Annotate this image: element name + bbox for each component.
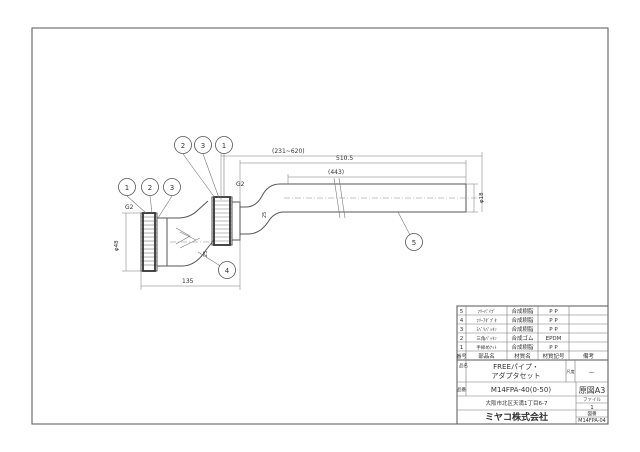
svg-text:5: 5 <box>412 239 416 247</box>
dim-small-b: 25 <box>203 251 209 257</box>
svg-text:4: 4 <box>225 267 230 275</box>
svg-text:3: 3 <box>201 142 205 150</box>
parts-row-2: 2 三角ﾊﾟｯｷﾝ 合成ゴム EPDM <box>460 334 562 342</box>
svg-text:合成樹脂: 合成樹脂 <box>511 316 534 324</box>
product-name-line1: FREEパイプ・ <box>493 363 539 371</box>
dim-pipe-length: 510.5 <box>239 155 467 205</box>
drawing-number: M14FPA-04 <box>578 418 606 424</box>
balloons-right: 2 3 1 <box>174 136 233 199</box>
balloons-left: 1 2 3 <box>118 178 181 219</box>
svg-text:材質記号: 材質記号 <box>542 352 565 360</box>
svg-text:合成ゴム: 合成ゴム <box>511 334 534 342</box>
svg-text:1: 1 <box>222 142 226 150</box>
dim-pipe-diameter-label: φ18 <box>479 192 485 203</box>
file-label: ファイル <box>583 397 601 403</box>
dim-offset-label: 135 <box>182 278 194 285</box>
svg-text:5: 5 <box>460 309 464 315</box>
svg-text:2: 2 <box>148 184 152 192</box>
balloon-4 <box>218 261 236 279</box>
pipe-assembly-drawing: (231~620) 510.5 (443) φ18 φ48 <box>114 136 485 290</box>
balloon-4-group: 4 <box>197 251 236 279</box>
svg-text:ﾌﾘｰﾊﾟｲﾌﾟ: ﾌﾘｰﾊﾟｲﾌﾟ <box>478 308 496 315</box>
thread-label-left: G2 <box>125 204 134 211</box>
parts-header-row: 番号 部品名 材質名 材質記号 備考 <box>456 352 594 360</box>
balloon-1-right <box>215 136 233 154</box>
file-value: 1 <box>590 405 594 411</box>
dim-total-range-label: (231~620) <box>272 148 305 155</box>
svg-text:P P: P P <box>549 327 558 333</box>
free-pipe <box>240 177 478 235</box>
svg-text:1: 1 <box>125 184 129 192</box>
svg-text:2: 2 <box>460 336 464 342</box>
dim-small-a: 25 <box>262 212 268 218</box>
svg-text:合成樹脂: 合成樹脂 <box>511 325 534 333</box>
parts-row-4: 4 ﾌﾘｰｱﾀﾞﾌﾟﾀ 合成樹脂 P P <box>460 316 559 324</box>
parts-row-1: 1 手締めﾅｯﾄ 合成樹脂 P P <box>460 343 559 351</box>
svg-text:P P: P P <box>549 345 558 351</box>
parts-row-3: 3 ｽﾍﾞﾘﾊﾟｯｷﾝ 合成樹脂 P P <box>460 325 559 333</box>
balloon-1-left <box>118 178 136 196</box>
svg-text:手締めﾅｯﾄ: 手締めﾅｯﾄ <box>476 344 496 351</box>
svg-text:3: 3 <box>170 184 174 192</box>
scale-value: — <box>589 369 595 376</box>
product-name-line2: アダプタセット <box>492 371 541 380</box>
svg-text:ｽﾍﾞﾘﾊﾟｯｷﾝ: ｽﾍﾞﾘﾊﾟｯｷﾝ <box>476 326 497 333</box>
parts-row-5: 5 ﾌﾘｰﾊﾟｲﾌﾟ 合成樹脂 P P <box>460 307 559 315</box>
svg-text:材質名: 材質名 <box>514 352 531 360</box>
balloon-2-right <box>174 136 192 154</box>
company-name: ミヤコ株式会社 <box>485 411 548 423</box>
model-number: M14FPA-40(0-50) <box>491 386 551 394</box>
balloon-2-left <box>141 178 159 196</box>
svg-text:合成樹脂: 合成樹脂 <box>511 343 534 351</box>
dim-pipe-length-label: 510.5 <box>336 155 353 162</box>
svg-text:4: 4 <box>460 318 464 324</box>
balloon-3-right <box>194 136 212 154</box>
title-block: 5 ﾌﾘｰﾊﾟｲﾌﾟ 合成樹脂 P P 4 ﾌﾘｰｱﾀﾞﾌﾟﾀ 合成樹脂 P P… <box>456 305 609 425</box>
drawing-frame <box>31 27 609 425</box>
dim-offset: 135 <box>140 236 241 290</box>
svg-text:EPDM: EPDM <box>546 336 562 342</box>
scale-label: 尺度 <box>567 368 575 374</box>
svg-text:部品名: 部品名 <box>478 352 495 360</box>
company-address: 大阪市北区天満1丁目6-7 <box>486 399 548 407</box>
left-nut <box>140 212 168 272</box>
svg-text:2: 2 <box>181 142 185 150</box>
balloon-3-left <box>163 178 181 196</box>
svg-text:三角ﾊﾟｯｷﾝ: 三角ﾊﾟｯｷﾝ <box>476 335 497 342</box>
svg-text:ﾌﾘｰｱﾀﾞﾌﾟﾀ: ﾌﾘｰｱﾀﾞﾌﾟﾀ <box>476 317 496 324</box>
dim-pipe-diameter: φ18 <box>466 183 485 213</box>
svg-text:1: 1 <box>460 345 464 351</box>
dim-inner-length: (443) <box>287 169 466 184</box>
balloon-5-group: 5 <box>397 211 423 251</box>
drawing-type: 原図A3 <box>579 386 606 395</box>
model-label: 品番 <box>457 386 466 393</box>
svg-text:備考: 備考 <box>583 352 595 360</box>
svg-text:P P: P P <box>549 309 558 315</box>
thread-label-right: G2 <box>236 181 245 188</box>
dim-total-range: (231~620) <box>220 148 483 212</box>
balloon-5 <box>405 233 423 251</box>
adapter-elbow <box>167 200 215 267</box>
svg-text:P P: P P <box>549 318 558 324</box>
svg-text:番号: 番号 <box>456 353 466 360</box>
drawing-no-label: 図番 <box>588 410 597 417</box>
dim-inner-length-label: (443) <box>328 169 344 176</box>
dim-nut-diameter-label: φ48 <box>114 240 120 251</box>
svg-text:3: 3 <box>460 327 464 333</box>
dim-nut-diameter: φ48 <box>114 212 141 272</box>
product-name-label: 品名 <box>459 362 468 369</box>
svg-text:合成樹脂: 合成樹脂 <box>511 307 534 315</box>
right-nut <box>211 196 241 246</box>
